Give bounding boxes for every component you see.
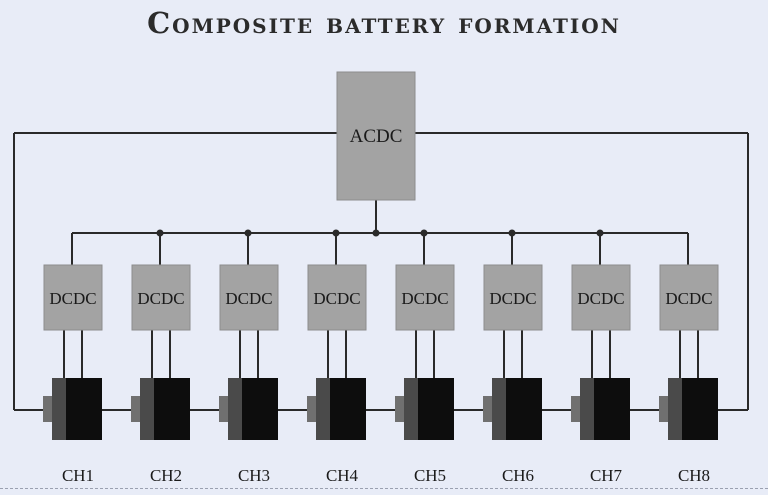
bus-junction-dot: [156, 229, 164, 237]
cell-terminal: [219, 396, 228, 422]
cell-body-right: [418, 378, 454, 440]
battery-cell: [395, 378, 454, 440]
dcdc-label: DCDC: [137, 289, 184, 308]
acdc-box: [336, 71, 416, 201]
cell-body-left: [140, 378, 154, 440]
cell-body-left: [492, 378, 506, 440]
dcdc-box: [659, 264, 719, 331]
cell-body-right: [242, 378, 278, 440]
cell-body-right: [594, 378, 630, 440]
channel-label: CH5: [414, 466, 446, 485]
cell-body-right: [682, 378, 718, 440]
battery-cell: [307, 378, 366, 440]
channel-label: CH6: [502, 466, 534, 485]
battery-cell: [43, 378, 102, 440]
cell-body-left: [228, 378, 242, 440]
cell-terminal: [571, 396, 580, 422]
channel-label: CH8: [678, 466, 710, 485]
cell-body-right: [66, 378, 102, 440]
cell-terminal: [131, 396, 140, 422]
cell-terminal: [43, 396, 52, 422]
cell-body-left: [580, 378, 594, 440]
bus-junction-dot: [596, 229, 604, 237]
channel-label: CH4: [326, 466, 359, 485]
cell-body-right: [154, 378, 190, 440]
bus-junction-dot: [244, 229, 252, 237]
bus-junction-dot: [508, 229, 516, 237]
battery-cell: [571, 378, 630, 440]
dcdc-box: [131, 264, 191, 331]
diagram-title: Composite battery formation: [147, 6, 621, 40]
battery-cell: [483, 378, 542, 440]
cell-terminal: [483, 396, 492, 422]
dcdc-label: DCDC: [313, 289, 360, 308]
channel-label: CH2: [150, 466, 182, 485]
cell-body-left: [404, 378, 418, 440]
channel-label: CH3: [238, 466, 270, 485]
dcdc-box: [483, 264, 543, 331]
wiring: [13, 132, 749, 411]
cell-body-left: [52, 378, 66, 440]
channel-labels: CH1 CH2 CH3 CH4 CH5 CH6 CH7 CH8: [62, 466, 710, 485]
dcdc-box: [43, 264, 103, 331]
dcdc-label: DCDC: [401, 289, 448, 308]
bottom-divider: [0, 488, 768, 489]
bus-junction-dot: [332, 229, 340, 237]
cell-terminal: [395, 396, 404, 422]
cell-terminal: [659, 396, 668, 422]
dcdc-label: DCDC: [49, 289, 96, 308]
acdc-converter: ACDC: [336, 71, 416, 201]
dcdc-box: [219, 264, 279, 331]
cell-body-left: [668, 378, 682, 440]
cell-body-right: [330, 378, 366, 440]
battery-cells: [43, 378, 718, 440]
cell-terminal: [307, 396, 316, 422]
bus-junction-dot: [420, 229, 428, 237]
dcdc-box: [571, 264, 631, 331]
battery-cell: [219, 378, 278, 440]
battery-cell: [131, 378, 190, 440]
battery-cell: [659, 378, 718, 440]
dcdc-label: DCDC: [489, 289, 536, 308]
dcdc-box: [395, 264, 455, 331]
dcdc-box: [307, 264, 367, 331]
cell-body-right: [506, 378, 542, 440]
acdc-label: ACDC: [350, 126, 403, 147]
channel-label: CH7: [590, 466, 623, 485]
dcdc-label: DCDC: [225, 289, 272, 308]
channel-label: CH1: [62, 466, 94, 485]
dcdc-label: DCDC: [577, 289, 624, 308]
bus-junction-dot: [372, 229, 380, 237]
dcdc-converters: DCDC DCDC DCDC DCDC DCDC DCDC DCDC DCDC: [43, 264, 719, 331]
dcdc-label: DCDC: [665, 289, 712, 308]
cell-body-left: [316, 378, 330, 440]
